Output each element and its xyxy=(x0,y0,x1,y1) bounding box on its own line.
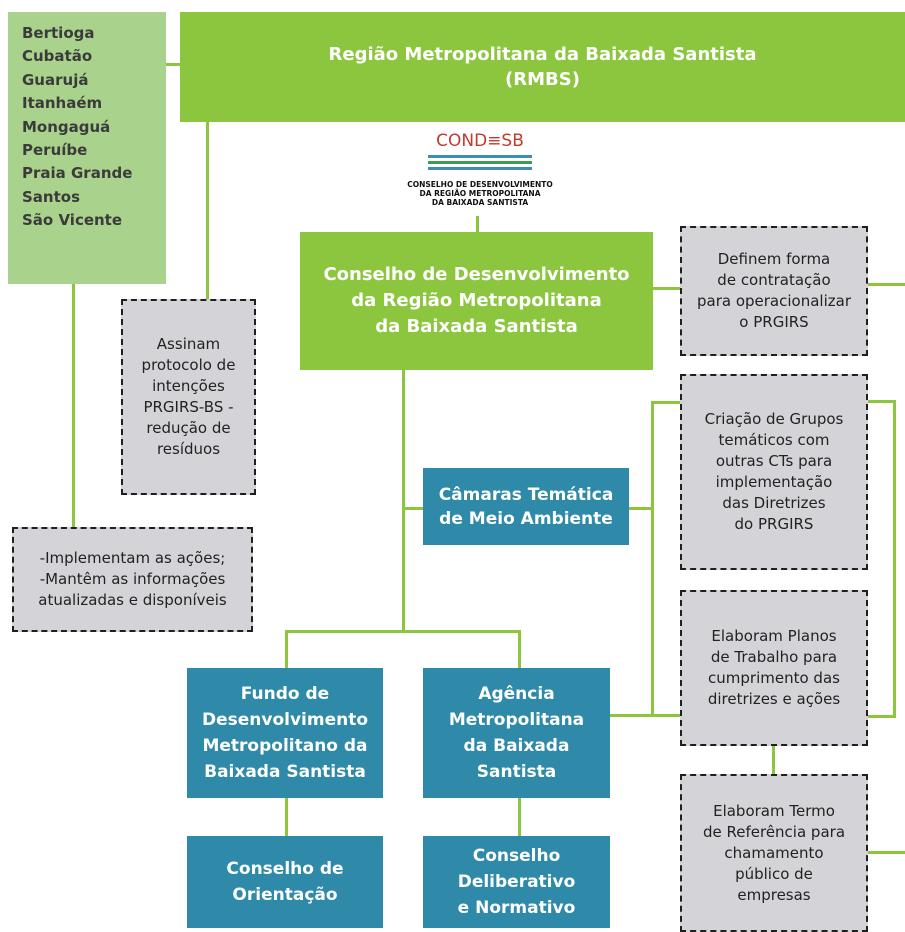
connector-branch-horizontal xyxy=(285,630,521,633)
connector-agencia-deliberativo xyxy=(518,798,521,836)
rmbs-title: Região Metropolitana da Baixada Santista xyxy=(328,44,757,65)
municipality-item: Bertioga xyxy=(22,24,95,42)
connector-cities-implementam xyxy=(72,283,75,528)
municipalities-list: Bertioga Cubatão Guarujá Itanhaém Mongag… xyxy=(8,12,166,284)
camaras-tematica-box: Câmaras Temática de Meio Ambiente xyxy=(423,468,629,545)
municipality-item: Peruíbe xyxy=(22,141,88,160)
municipality-item: Praia Grande xyxy=(22,164,133,183)
note-implementam-acoes: -Implementam as ações; -Mantêm as inform… xyxy=(12,527,253,632)
conselho-desenvolvimento-box: Conselho de Desenvolvimento da Região Me… xyxy=(300,232,653,370)
rmbs-header: Região Metropolitana da Baixada Santista… xyxy=(180,12,905,122)
condesb-logo: COND≡SB CONSELHO DE DESENVOLVIMENTO DA R… xyxy=(372,125,588,217)
municipalities-box: Bertioga Cubatão Guarujá Itanhaém Mongag… xyxy=(8,12,166,284)
connector-criacao-right-top xyxy=(868,400,896,403)
connector-camaras-bracket xyxy=(629,507,653,510)
municipality-item: Cubatão xyxy=(22,47,93,66)
connector-rmbs-assinam xyxy=(206,121,209,299)
connector-branch-fundo xyxy=(285,630,288,668)
condesb-logo-mark: COND≡SB xyxy=(428,131,532,171)
connector-trunk-camaras xyxy=(402,507,423,510)
connector-planos-termo xyxy=(772,746,775,774)
connector-planos-right xyxy=(868,715,896,718)
note-elaboram-termo: Elaboram Termo de Referência para chamam… xyxy=(680,774,868,932)
connector-definem-right xyxy=(868,283,905,286)
municipality-item: Mongaguá xyxy=(22,117,111,136)
note-elaboram-planos: Elaboram Planos de Trabalho para cumprim… xyxy=(680,590,868,746)
municipality-item: Santos xyxy=(22,187,81,206)
agencia-metropolitana-box: Agência Metropolitana da Baixada Santist… xyxy=(423,668,610,798)
condesb-logo-acronym: COND≡SB xyxy=(436,131,524,151)
note-criacao-grupos: Criação de Grupos temáticos com outras C… xyxy=(680,374,868,570)
connector-termo-right xyxy=(868,851,905,854)
connector-right-vertical xyxy=(893,400,896,718)
connector-logo-conselho xyxy=(476,216,479,232)
conselho-deliberativo-box: Conselho Deliberativo e Normativo xyxy=(423,836,610,928)
connector-bracket-criacao xyxy=(651,401,681,404)
connector-fundo-orientacao xyxy=(285,798,288,836)
connector-agencia-bracket xyxy=(610,714,681,717)
connector-conselho-definem xyxy=(652,287,680,290)
municipality-item: Guarujá xyxy=(22,70,89,89)
rmbs-acronym: (RMBS) xyxy=(505,69,580,90)
condesb-logo-name-line2: DA REGIÃO METROPOLITANA xyxy=(419,189,541,198)
fundo-desenvolvimento-box: Fundo de Desenvolvimento Metropolitano d… xyxy=(187,668,383,798)
municipality-item: Itanhaém xyxy=(22,94,103,113)
condesb-logo-name-line3: DA BAIXADA SANTISTA xyxy=(431,198,529,207)
municipality-item: São Vicente xyxy=(22,211,123,230)
condesb-logo-name-line1: CONSELHO DE DESENVOLVIMENTO xyxy=(407,180,553,189)
connector-branch-agencia xyxy=(518,630,521,668)
note-assinam-protocolo: Assinam protocolo de intenções PRGIRS-BS… xyxy=(121,299,256,495)
connector-cities-rmbs xyxy=(166,63,182,66)
conselho-orientacao-box: Conselho de Orientação xyxy=(187,836,383,928)
connector-conselho-trunk xyxy=(402,370,405,632)
note-definem-contratacao: Definem forma de contratação para operac… xyxy=(680,226,868,356)
connector-bracket-vertical xyxy=(651,401,654,716)
